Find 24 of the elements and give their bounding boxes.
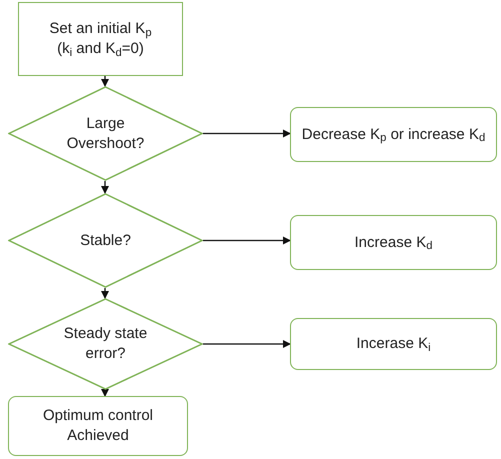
process-box — [290, 318, 497, 370]
arrow — [101, 181, 109, 194]
box-label: Optimum control Achieved — [42, 406, 154, 446]
arrow — [203, 340, 291, 348]
decision-diamond — [8, 193, 203, 288]
decision-label: Steady state error? — [62, 324, 148, 364]
box-label: Set an initial K$_{p}$ — [49, 19, 152, 39]
decision-diamond — [8, 298, 203, 390]
process-box — [8, 396, 188, 456]
arrow — [101, 76, 109, 87]
box-label: Incerase K$_{i}$ — [356, 334, 431, 354]
process-box — [18, 2, 183, 76]
process-box — [290, 107, 497, 162]
arrow — [203, 130, 291, 138]
box-label: Increase K$_{d}$ — [354, 232, 432, 252]
arrow — [101, 389, 109, 397]
decision-label: Large Overshoot? — [66, 114, 146, 154]
box-label: (k$_{i}$ and K$_{d}$=0) — [57, 39, 144, 59]
decision-diamond — [8, 86, 203, 181]
arrow — [203, 236, 291, 244]
process-box — [290, 215, 497, 270]
arrow — [101, 288, 109, 299]
decision-label: Stable? — [79, 230, 132, 250]
box-label: Decrease K$_{p}$ or increase K$_{d}$ — [302, 124, 486, 144]
